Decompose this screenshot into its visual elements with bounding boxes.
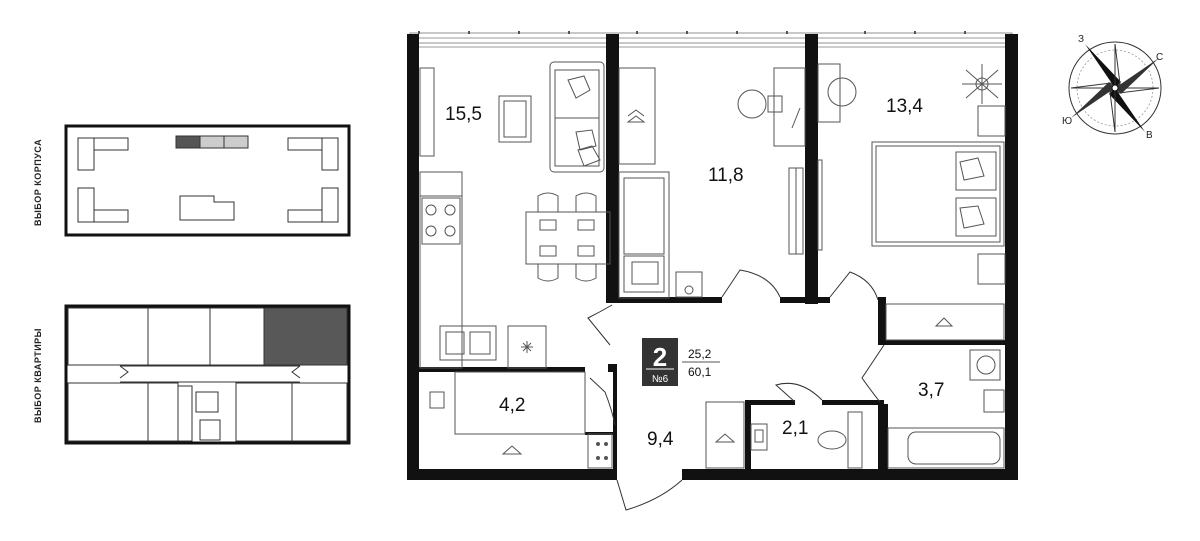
compass-west: З (1078, 34, 1084, 45)
apartment-cell-7[interactable] (235, 382, 293, 442)
apartment-info-badge (642, 338, 720, 386)
kitchen (419, 67, 547, 369)
building-block-bottom-left[interactable] (77, 187, 129, 223)
area-hall: 9,4 (647, 429, 674, 450)
bedroom-1-furniture (618, 67, 806, 299)
area-kitchen-living: 15,5 (445, 104, 482, 125)
snowflake-icon (521, 341, 533, 353)
storage-furniture (429, 371, 613, 469)
total-area: 60,1 (688, 365, 712, 379)
area-bedroom-1: 11,8 (708, 165, 744, 186)
living-area: 25,2 (688, 347, 712, 361)
apartment-cell-2[interactable] (147, 307, 211, 366)
apartment-cell-5[interactable] (67, 382, 149, 442)
area-wc: 2,1 (782, 418, 808, 439)
window-ticks (418, 31, 966, 34)
building-selector[interactable] (64, 124, 351, 237)
building-block-top-right[interactable] (287, 137, 339, 171)
apartment-cell-selected[interactable] (263, 307, 348, 366)
hanger-icon (626, 115, 646, 123)
sofa (549, 61, 605, 173)
hall-wardrobe (705, 401, 745, 469)
walls (407, 34, 1018, 480)
apartment-number: №6 (652, 374, 669, 385)
bathroom-fixtures (887, 349, 1005, 469)
window-band (409, 32, 1013, 48)
apartment-cell-1[interactable] (67, 307, 149, 366)
building-block-bottom-right[interactable] (287, 187, 339, 223)
area-bathroom: 3,7 (918, 380, 944, 401)
compass-east: В (1146, 130, 1153, 141)
dining-table (525, 192, 611, 282)
apartment-cell-3[interactable] (209, 307, 265, 366)
bedroom-2-furniture (817, 63, 1006, 341)
apartment-selector[interactable] (64, 304, 351, 445)
compass-north: С (1156, 52, 1163, 63)
apartment-cell-6[interactable] (147, 382, 179, 442)
door-swings (587, 269, 885, 511)
wc-fixtures (750, 411, 863, 469)
building-block-bottom-center[interactable] (179, 195, 235, 221)
area-storage: 4,2 (499, 395, 525, 416)
compass-rose (1068, 41, 1162, 135)
apartment-cell-8[interactable] (291, 382, 348, 442)
floor-plan (407, 31, 1018, 511)
plant-icon (962, 64, 1002, 104)
area-bedroom-2: 13,4 (886, 96, 923, 117)
rooms-count: 2 (653, 342, 667, 372)
compass-south: Ю (1062, 116, 1072, 127)
building-block-top-left[interactable] (77, 137, 129, 171)
apartment-corridor (119, 365, 301, 442)
building-block-top-center[interactable] (175, 135, 249, 149)
